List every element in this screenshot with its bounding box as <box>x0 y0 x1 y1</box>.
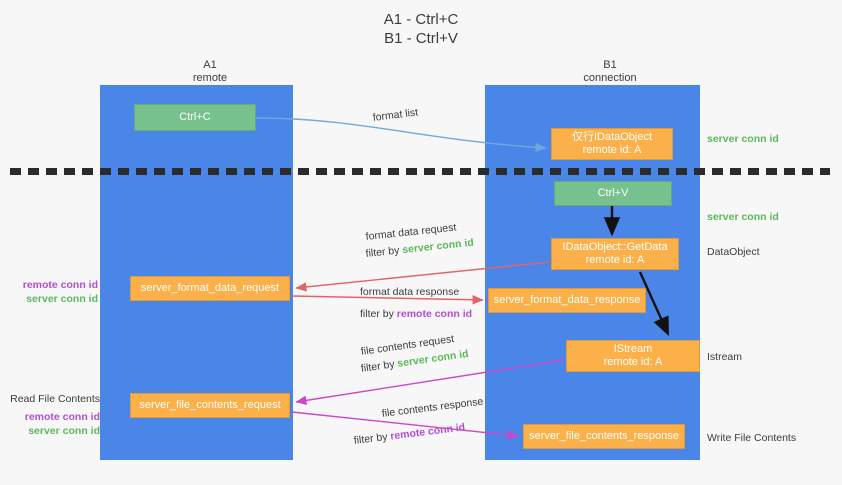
filter-prefix: filter by <box>360 308 397 320</box>
node-idataobject-sublabel: remote id: A <box>582 144 642 156</box>
filter-prefix: filter by <box>353 430 392 447</box>
filter-highlight-remote-conn-id: remote conn id <box>396 308 473 320</box>
side-note-right-dataobject: DataObject <box>707 246 760 258</box>
column-header-b1-sublabel: connection <box>583 72 637 84</box>
edge-label-format-data-response-line1: format data response <box>360 286 460 298</box>
side-note-right-server-conn-id-top: server conn id <box>707 133 779 145</box>
edge-label-format-data-response-line2: filter by remote conn id <box>360 307 472 322</box>
side-note-read-file-contents: Read File Contents remote conn id server… <box>8 392 100 438</box>
side-note-right-istream: Istream <box>707 351 743 363</box>
node-ctrl-c[interactable]: Ctrl+C <box>134 104 256 131</box>
side-note-read-file-contents-heading: Read File Contents <box>10 393 100 405</box>
page-title: A1 - Ctrl+C B1 - Ctrl+V <box>0 10 842 48</box>
column-header-a1: A1 remote <box>130 59 290 85</box>
node-server-file-contents-request-label: server_file_contents_request <box>139 399 281 411</box>
node-istream[interactable]: IStream remote id: A <box>566 340 700 372</box>
node-getdata[interactable]: IDataObject::GetData remote id: A <box>551 238 679 270</box>
node-server-file-contents-response[interactable]: server_file_contents_response <box>523 424 685 449</box>
filter-prefix: filter by <box>365 244 403 260</box>
edge-label-file-contents-response-line1: file contents response <box>381 395 484 420</box>
column-header-b1-name: B1 <box>603 59 617 71</box>
title-line-2: B1 - Ctrl+V <box>384 30 458 47</box>
edge-label-format-list-text: format list <box>372 106 419 124</box>
filter-highlight-remote-conn-id: remote conn id <box>389 421 466 443</box>
filter-prefix: filter by <box>360 357 399 375</box>
node-ctrl-v-label: Ctrl+V <box>597 187 629 199</box>
side-note-left-middle-remote: remote conn id <box>22 279 98 291</box>
side-note-left-middle-server: server conn id <box>26 293 98 305</box>
node-server-file-contents-request[interactable]: server_file_contents_request <box>130 393 290 418</box>
column-header-a1-name: A1 <box>203 59 217 71</box>
dashed-divider <box>10 168 830 175</box>
node-server-format-data-response[interactable]: server_format_data_response <box>488 288 646 313</box>
edge-label-format-data-request: format data request filter by server con… <box>365 221 474 262</box>
node-getdata-label: IDataObject::GetData <box>562 241 668 253</box>
node-server-file-contents-response-label: server_file_contents_response <box>529 430 679 442</box>
edge-label-file-contents-response: file contents response filter by remote … <box>353 396 484 449</box>
edge-label-file-contents-request: file contents request filter by server c… <box>360 333 469 377</box>
side-note-read-file-contents-remote: remote conn id <box>24 411 100 423</box>
edge-label-format-list: format list <box>372 105 419 125</box>
column-header-b1: B1 connection <box>530 59 690 85</box>
side-note-read-file-contents-server: server conn id <box>28 425 100 437</box>
column-header-a1-sublabel: remote <box>192 72 228 84</box>
node-istream-sublabel: remote id: A <box>603 356 663 368</box>
side-note-right-write-file-contents: Write File Contents <box>707 432 797 444</box>
side-note-right-server-conn-id-mid: server conn id <box>707 211 779 223</box>
node-getdata-sublabel: remote id: A <box>585 254 645 266</box>
title-line-1: A1 - Ctrl+C <box>383 11 459 28</box>
node-server-format-data-request[interactable]: server_format_data_request <box>130 276 290 301</box>
node-server-format-data-response-label: server_format_data_response <box>493 294 641 306</box>
node-ctrl-c-label: Ctrl+C <box>179 111 211 123</box>
node-ctrl-v[interactable]: Ctrl+V <box>554 181 672 206</box>
node-idataobject[interactable]: 仅行IDataObject remote id: A <box>551 128 673 160</box>
node-istream-label: IStream <box>613 343 653 355</box>
edge-label-file-contents-response-line2: filter by remote conn id <box>353 418 484 449</box>
edge-label-format-data-response: format data response filter by remote co… <box>360 285 472 322</box>
node-idataobject-label: 仅行IDataObject <box>571 131 653 143</box>
side-note-left-middle: remote conn id server conn id <box>8 278 98 306</box>
node-server-format-data-request-label: server_format_data_request <box>140 282 280 294</box>
